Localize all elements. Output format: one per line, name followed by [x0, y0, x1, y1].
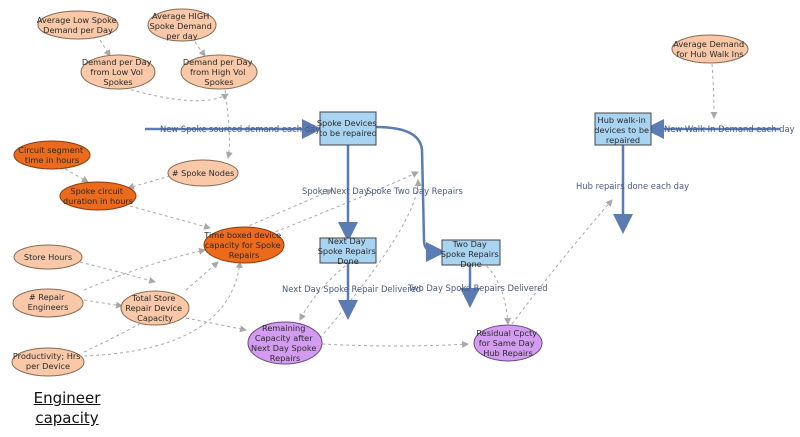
- aux-spoke-circuit[interactable]: Spoke circuit duration in hours: [59, 181, 137, 211]
- flow-pipes: [145, 119, 780, 320]
- aux-time-boxed[interactable]: Time boxed device capacity for Spoke Rep…: [203, 226, 285, 264]
- aux-spoke-nodes[interactable]: # Spoke Nodes: [167, 159, 239, 187]
- aux-demand-low[interactable]: Demand per Day from Low Vol Spokes: [80, 54, 156, 90]
- footer-title-line2: capacity: [35, 409, 99, 427]
- flow-label-spoke-next: Spoke Next Day: [302, 186, 369, 196]
- aux-productivity[interactable]: Productivity; Hrs per Device: [11, 347, 85, 377]
- flow-labels: New Spoke sourced demand each day Spoke …: [160, 124, 795, 294]
- aux-repair-engineers[interactable]: # Repair Engineers: [12, 288, 84, 318]
- flow-label-next-delivered: Next Day Spoke Repair Delivered: [282, 284, 421, 294]
- aux-demand-low-label: Demand per Day from Low Vol Spokes: [82, 57, 154, 87]
- aux-avg-high[interactable]: Average HIGH Spoke Demand per day: [147, 8, 217, 42]
- aux-spoke-circuit-label: Spoke circuit duration in hours: [63, 186, 133, 206]
- stock-hub-walkin[interactable]: Hub walk-in devices to be repaired: [594, 112, 652, 146]
- aux-avg-hub-label: Average Demand for Hub Walk Ins: [673, 39, 747, 59]
- aux-residual-label: Residual Cpcty for Same Day Hub Repairs: [476, 328, 539, 358]
- aux-demand-high[interactable]: Demand per Day from High Vol Spokes: [180, 54, 258, 90]
- aux-store-hours[interactable]: Store Hours: [13, 244, 83, 270]
- aux-store-hours-label: Store Hours: [24, 252, 72, 262]
- aux-avg-high-label: Average HIGH Spoke Demand per day: [150, 11, 215, 41]
- stock-hub-walkin-label: Hub walk-in devices to be repaired: [594, 115, 651, 145]
- stock-next-day-done[interactable]: Next Day Spoke Repairs Done: [318, 236, 379, 266]
- flow-label-new-walkin: New Walk In Demand each day: [664, 124, 795, 134]
- flow-label-two-delivered: Two Day Spoke Repairs Delivered: [407, 283, 548, 293]
- aux-avg-low-label: Average Low Spoke Demand per Day: [37, 15, 119, 35]
- aux-circuit-seg-label: Circuit segment time in hours: [18, 145, 85, 165]
- stock-two-day-done-label: Two Day Spoke Repairs Done: [441, 239, 502, 269]
- aux-remaining[interactable]: Remaining Capacity after Next Day Spoke …: [247, 321, 323, 365]
- aux-avg-low[interactable]: Average Low Spoke Demand per Day: [37, 10, 119, 40]
- flow-label-new-spoke: New Spoke sourced demand each day: [160, 124, 320, 134]
- aux-avg-hub[interactable]: Average Demand for Hub Walk Ins: [671, 34, 749, 64]
- flow-label-hub-done: Hub repairs done each day: [576, 181, 689, 191]
- aux-total-store-label: Total Store Repair Device Capacity: [125, 293, 184, 323]
- stock-spoke-devices-label: Spoke Devices to be repaired: [317, 118, 379, 138]
- footer-title-line1: Engineer: [33, 389, 101, 407]
- aux-remaining-label: Remaining Capacity after Next Day Spoke …: [251, 323, 319, 363]
- aux-spoke-nodes-label: # Spoke Nodes: [172, 168, 235, 178]
- flow-spoke-two-pipe: [375, 125, 446, 262]
- aux-productivity-label: Productivity; Hrs per Device: [13, 351, 83, 371]
- aux-repair-engineers-label: # Repair Engineers: [28, 292, 69, 312]
- stock-next-day-done-label: Next Day Spoke Repairs Done: [318, 236, 379, 266]
- flow-label-spoke-two: Spoke Two Day Repairs: [366, 186, 463, 196]
- aux-total-store[interactable]: Total Store Repair Device Capacity: [120, 290, 190, 326]
- footer-title: Engineer capacity: [22, 388, 112, 428]
- influence-links: [59, 39, 718, 357]
- aux-circuit-seg[interactable]: Circuit segment time in hours: [13, 140, 91, 170]
- aux-time-boxed-label: Time boxed device capacity for Spoke Rep…: [203, 230, 284, 260]
- aux-residual[interactable]: Residual Cpcty for Same Day Hub Repairs: [473, 324, 543, 362]
- stock-two-day-done[interactable]: Two Day Spoke Repairs Done: [441, 239, 502, 269]
- stock-spoke-devices[interactable]: Spoke Devices to be repaired: [317, 111, 379, 146]
- aux-demand-high-label: Demand per Day from High Vol Spokes: [183, 57, 255, 87]
